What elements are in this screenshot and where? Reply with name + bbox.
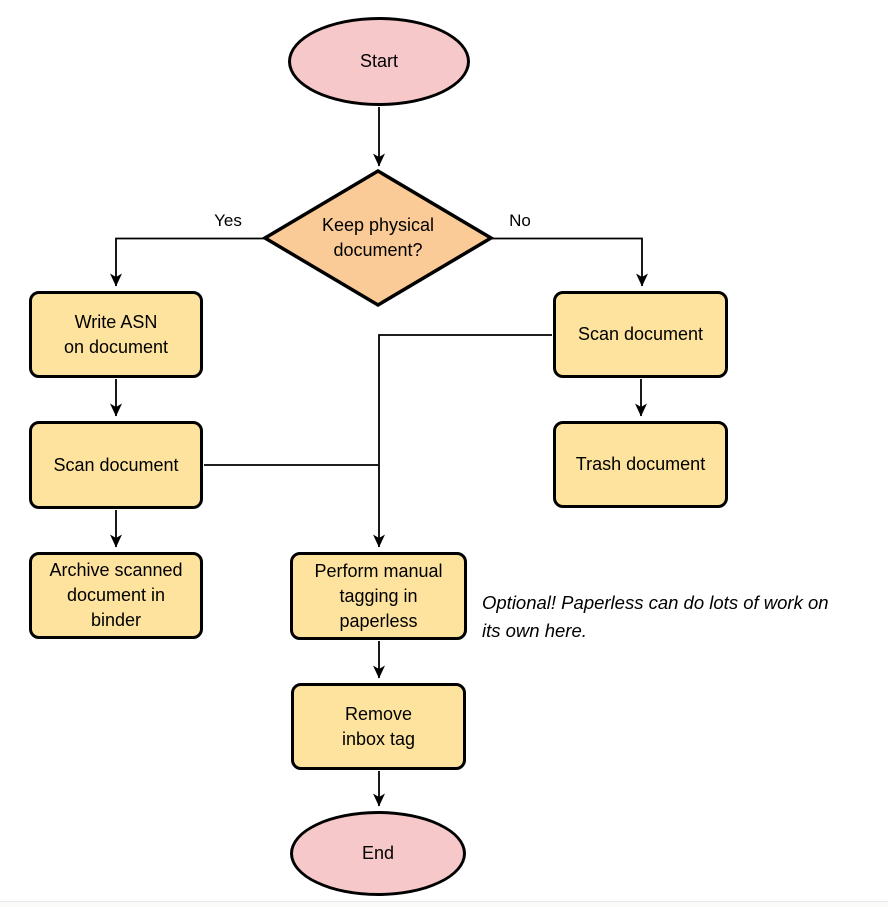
start-node: Start <box>288 17 470 106</box>
trash-document-node: Trash document <box>553 421 728 508</box>
decision-node-label: Keep physical document? <box>321 215 435 260</box>
decision-diamond-shape <box>261 168 495 308</box>
edge-label-no: No <box>509 211 531 230</box>
end-node: End <box>290 811 466 896</box>
optional-note-text: Optional! Paperless can do lots of work … <box>482 592 829 641</box>
write-asn-node: Write ASN on document <box>29 291 203 378</box>
scan-document-right-node: Scan document <box>553 291 728 378</box>
manual-tagging-node: Perform manual tagging in paperless <box>290 552 467 640</box>
bottom-divider <box>0 901 888 907</box>
edge-decision-no <box>492 237 648 287</box>
scan-document-left-node: Scan document <box>29 421 203 509</box>
edge-label-yes: Yes <box>214 211 242 230</box>
edge-decision-yes <box>110 237 264 287</box>
remove-inbox-tag-node: Remove inbox tag <box>291 683 466 770</box>
edge-scanright-to-tagging <box>373 334 552 548</box>
archive-node: Archive scanned document in binder <box>29 552 203 639</box>
